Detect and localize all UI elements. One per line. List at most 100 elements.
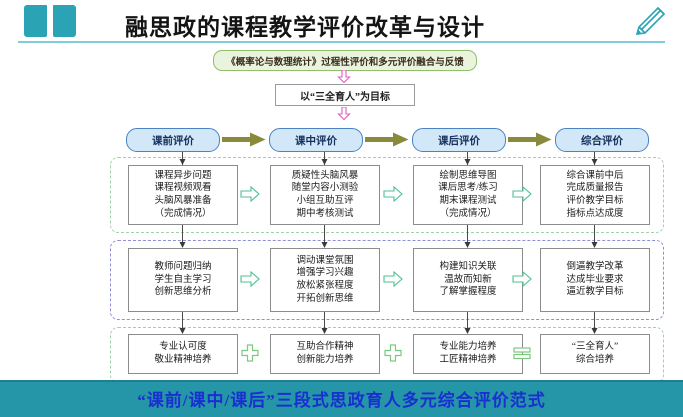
box-line: 课程视频观看 xyxy=(154,183,212,194)
content-box[interactable]: 互助合作精神 创新能力培养 xyxy=(270,334,380,374)
row-band-pre xyxy=(110,157,664,233)
arrow-down-icon xyxy=(179,242,186,248)
page-header: 融思政的课程教学评价改革与设计 xyxy=(0,0,683,44)
box-line: “三全育人” xyxy=(571,342,619,353)
box-line: 达成毕业要求 xyxy=(566,274,624,285)
box-line: 评价教学目标 xyxy=(566,196,624,206)
connector-line xyxy=(594,310,595,332)
box-line: 综合培养 xyxy=(575,355,614,365)
arrow-right-icon xyxy=(240,270,260,288)
box-line: 教师问题归纳 xyxy=(154,262,212,273)
arrow-right-icon xyxy=(383,270,403,288)
arrow-right-icon xyxy=(365,132,409,147)
stage-pill-label: 课前评价 xyxy=(152,135,194,147)
arrow-right-icon xyxy=(383,185,403,203)
box-line: 开拓创新思维 xyxy=(296,293,354,304)
arrow-down-icon xyxy=(464,328,471,334)
arrow-down-icon xyxy=(464,242,471,248)
arrow-down-icon xyxy=(179,159,186,165)
arrow-right-icon xyxy=(240,185,260,203)
stage-pill-label: 综合评价 xyxy=(581,135,623,147)
connector-line xyxy=(324,223,325,246)
box-line: 期末课程测试 xyxy=(439,196,497,206)
book-right-page xyxy=(53,5,76,37)
stage-pill-1[interactable]: 课中评价 xyxy=(269,128,363,152)
connector-line xyxy=(467,223,468,246)
box-line: 小组互助互评 xyxy=(296,196,354,206)
box-line: 倒逼教学改革 xyxy=(566,262,624,273)
connector-line xyxy=(182,310,183,332)
content-box[interactable]: 绘制思维导图 课后思考/练习 期末课程测试 （完成情况） xyxy=(413,165,523,225)
content-box[interactable]: “三全育人” 综合培养 xyxy=(540,334,650,374)
box-line: 绘制思维导图 xyxy=(439,170,497,181)
content-box[interactable]: 专业能力培养 工匠精神培养 xyxy=(413,334,523,374)
arrow-right-icon xyxy=(512,185,532,203)
arrow-down-icon xyxy=(337,107,351,120)
box-line: 专业认可度 xyxy=(159,342,207,353)
box-line: 质疑性头脑风暴 xyxy=(291,170,359,181)
equals-icon xyxy=(513,347,531,360)
box-line: 温故而知新 xyxy=(444,274,492,285)
box-line: 调动课堂氛围 xyxy=(296,255,354,266)
arrow-down-icon xyxy=(464,159,471,165)
footer-text: “课前/课中/课后”三段式思政育人多元综合评价范式 xyxy=(137,391,546,410)
arrow-down-icon xyxy=(337,70,351,83)
connector-line xyxy=(594,223,595,246)
scope-callout: 《概率论与数理统计》过程性评价和多元评价融合与反馈 xyxy=(213,50,477,71)
arrow-right-icon xyxy=(222,132,266,147)
box-line: 完成质量报告 xyxy=(566,183,624,194)
box-line: 逼近教学目标 xyxy=(566,287,624,298)
arrow-down-icon xyxy=(179,328,186,334)
header-divider xyxy=(18,41,665,43)
box-line: 指标点达成度 xyxy=(566,208,624,219)
connector-line xyxy=(182,223,183,246)
content-box[interactable]: 专业认可度 敬业精神培养 xyxy=(128,334,238,374)
plus-icon xyxy=(241,344,259,362)
box-line: 创新能力培养 xyxy=(296,355,354,365)
arrow-down-icon xyxy=(321,159,328,165)
box-line: 放松紧张程度 xyxy=(296,281,354,291)
page-footer: “课前/课中/课后”三段式思政育人多元综合评价范式 xyxy=(0,380,683,417)
open-book-icon xyxy=(24,5,76,37)
book-left-page xyxy=(24,5,47,37)
connector-line xyxy=(594,152,595,165)
content-box[interactable]: 构建知识关联 温故而知新 了解掌握程度 xyxy=(413,248,523,312)
box-line: 课程异步问题 xyxy=(154,170,212,181)
stage-pill-label: 课中评价 xyxy=(295,135,337,147)
box-line: 期中考核测试 xyxy=(296,208,354,219)
box-line: 头脑风暴准备 xyxy=(154,196,212,206)
page-title: 融思政的课程教学评价改革与设计 xyxy=(125,15,485,41)
content-box[interactable]: 教师问题归纳 学生自主学习 创新思维分析 xyxy=(128,248,238,312)
goal-callout: 以“三全育人”为目标 xyxy=(275,84,415,106)
connector-line xyxy=(324,310,325,332)
content-box[interactable]: 综合课前中后 完成质量报告 评价教学目标 指标点达成度 xyxy=(540,165,650,225)
stage-pill-3[interactable]: 综合评价 xyxy=(555,128,649,152)
box-line: （完成情况） xyxy=(439,208,497,219)
box-line: （完成情况） xyxy=(154,208,212,219)
box-line: 工匠精神培养 xyxy=(439,355,497,365)
content-box[interactable]: 倒逼教学改革 达成毕业要求 逼近教学目标 xyxy=(540,248,650,312)
plus-icon xyxy=(384,344,402,362)
stage-pill-2[interactable]: 课后评价 xyxy=(412,128,506,152)
arrow-down-icon xyxy=(321,242,328,248)
box-line: 了解掌握程度 xyxy=(439,287,497,298)
box-line: 专业能力培养 xyxy=(439,342,497,353)
arrow-down-icon xyxy=(591,242,598,248)
box-line: 创新思维分析 xyxy=(154,287,212,298)
arrow-down-icon xyxy=(591,328,598,334)
content-box[interactable]: 调动课堂氛围 增强学习兴趣 放松紧张程度 开拓创新思维 xyxy=(270,248,380,312)
content-box[interactable]: 质疑性头脑风暴 随堂内容小测验 小组互助互评 期中考核测试 xyxy=(270,165,380,225)
box-line: 互助合作精神 xyxy=(296,342,354,353)
box-line: 增强学习兴趣 xyxy=(296,268,354,279)
pencil-icon xyxy=(635,6,666,35)
box-line: 学生自主学习 xyxy=(154,274,212,285)
stage-pill-0[interactable]: 课前评价 xyxy=(126,128,220,152)
stage-row: 课前评价 课中评价 课后评价 综合评价 xyxy=(112,128,672,152)
footer-top-rule xyxy=(0,380,683,382)
arrow-down-icon xyxy=(591,159,598,165)
content-box[interactable]: 课程异步问题 课程视频观看 头脑风暴准备 （完成情况） xyxy=(128,165,238,225)
connector-line xyxy=(467,152,468,165)
arrow-down-icon xyxy=(321,328,328,334)
connector-line xyxy=(182,152,183,165)
row-band-mid xyxy=(110,240,664,320)
